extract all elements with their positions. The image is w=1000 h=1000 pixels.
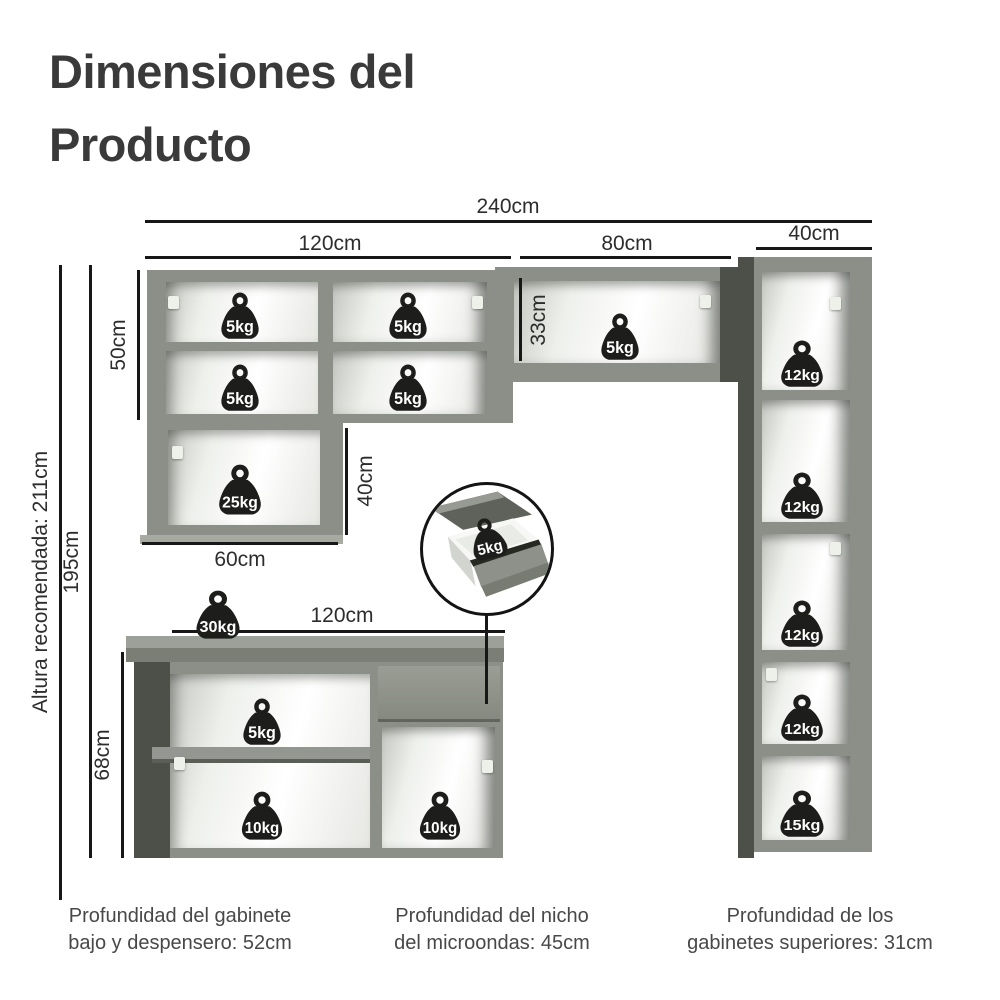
weight-capacity-icon: 12kg (781, 694, 823, 741)
weight-label: 25kg (222, 494, 258, 511)
weight-label: 12kg (784, 368, 820, 384)
dim-label-base-width: 120cm (310, 604, 374, 627)
caption-line: bajo y despensero: 52cm (68, 932, 292, 954)
weight-capacity-icon: 12kg (781, 600, 823, 647)
inset-callout-line (485, 614, 488, 704)
weight-label: 10kg (423, 820, 457, 837)
niche-bottom-panel (495, 363, 740, 382)
dim-label-niche-height: 33cm (527, 294, 550, 346)
weight-capacity-icon: 12kg (781, 472, 823, 519)
caption-line: Profundidad de los (726, 905, 894, 927)
page-title: Dimensiones del Producto (49, 45, 416, 171)
dim-label-upper-height: 50cm (107, 319, 130, 371)
base-middle-shelf (152, 747, 370, 763)
weight-label: 5kg (394, 390, 422, 408)
niche-top-panel (495, 267, 740, 281)
dim-line-upper-height (137, 270, 140, 420)
dim-line-total-height (89, 265, 92, 858)
weight-label: 5kg (476, 538, 505, 560)
hinge-icon (472, 296, 483, 309)
weight-capacity-icon: 30kg (196, 590, 240, 639)
dim-label-recommended-height: Altura recomendada: 211cm (29, 450, 52, 714)
weight-capacity-icon: 10kg (241, 791, 283, 840)
open-drawer-illustration: 5kg (430, 491, 551, 597)
drawer-front (378, 666, 500, 722)
dim-line-upper-width (145, 256, 511, 259)
weight-capacity-icon: 5kg (389, 364, 427, 411)
niche-left-panel (495, 267, 514, 382)
weight-capacity-icon: 15kg (780, 790, 824, 837)
hinge-icon (172, 446, 183, 459)
hinge-icon (482, 760, 493, 773)
dim-line-single-upper-width (142, 542, 338, 545)
dim-line-recommended-height (59, 265, 62, 900)
dim-line-total-width (145, 220, 872, 223)
caption-line: Profundidad del gabinete (68, 905, 292, 927)
dim-line-single-upper-height (345, 428, 348, 535)
dim-line-niche-height (519, 278, 522, 361)
drawer-detail-inset: 5kg (420, 482, 554, 616)
hinge-icon (174, 757, 185, 770)
dim-label-total-height: 195cm (60, 530, 83, 594)
caption-upper-depth: Profundidad de los gabinetes superiores:… (665, 903, 955, 957)
weight-capacity-icon: 5kg (473, 518, 508, 561)
weight-label: 12kg (784, 500, 820, 516)
caption-base-depth: Profundidad del gabinete bajo y despense… (30, 903, 330, 957)
dim-line-base-height (121, 652, 124, 858)
dim-label-tall-width: 40cm (788, 222, 840, 245)
dim-line-tall-width (756, 247, 872, 250)
weight-label: 10kg (245, 820, 279, 837)
caption-line: gabinetes superiores: 31cm (687, 932, 933, 954)
niche-right-side-panel (720, 267, 740, 382)
weight-label: 15kg (784, 818, 821, 834)
weight-label: 12kg (784, 628, 820, 644)
tall-cabinet-side-panel (738, 257, 754, 858)
dim-label-total-width: 240cm (476, 195, 540, 218)
dim-label-base-height: 68cm (91, 729, 114, 781)
countertop-edge (126, 648, 504, 662)
caption-niche-depth: Profundidad del nicho del microondas: 45… (372, 903, 612, 957)
weight-label: 5kg (226, 318, 254, 336)
weight-label: 5kg (248, 724, 276, 742)
dim-label-single-upper-width: 60cm (214, 548, 266, 571)
weight-label: 5kg (226, 390, 254, 408)
weight-capacity-icon: 5kg (243, 698, 281, 745)
weight-label: 12kg (784, 722, 820, 738)
dim-label-single-upper-height: 40cm (354, 455, 377, 507)
hinge-icon (700, 295, 711, 308)
weight-capacity-icon: 12kg (781, 340, 823, 387)
weight-label: 30kg (200, 619, 237, 635)
dim-label-upper-width: 120cm (298, 232, 362, 255)
dim-line-base-width (172, 630, 505, 633)
dim-label-niche-width: 80cm (601, 232, 653, 255)
weight-capacity-icon: 5kg (221, 292, 259, 339)
weight-capacity-icon: 5kg (601, 313, 639, 360)
upper-single-cabinet-plinth (140, 535, 343, 544)
hinge-icon (830, 542, 841, 555)
weight-capacity-icon: 5kg (389, 292, 427, 339)
weight-label: 5kg (606, 339, 634, 357)
weight-label: 5kg (394, 318, 422, 336)
hinge-icon (168, 296, 179, 309)
hinge-icon (830, 297, 841, 310)
weight-capacity-icon: 25kg (219, 464, 261, 515)
caption-line: Profundidad del nicho (395, 905, 589, 927)
dim-line-niche-width (520, 256, 731, 259)
weight-capacity-icon: 5kg (221, 364, 259, 411)
hinge-icon (766, 668, 777, 681)
countertop-surface (126, 636, 504, 648)
weight-capacity-icon: 10kg (419, 791, 461, 840)
caption-line: del microondas: 45cm (394, 932, 590, 954)
